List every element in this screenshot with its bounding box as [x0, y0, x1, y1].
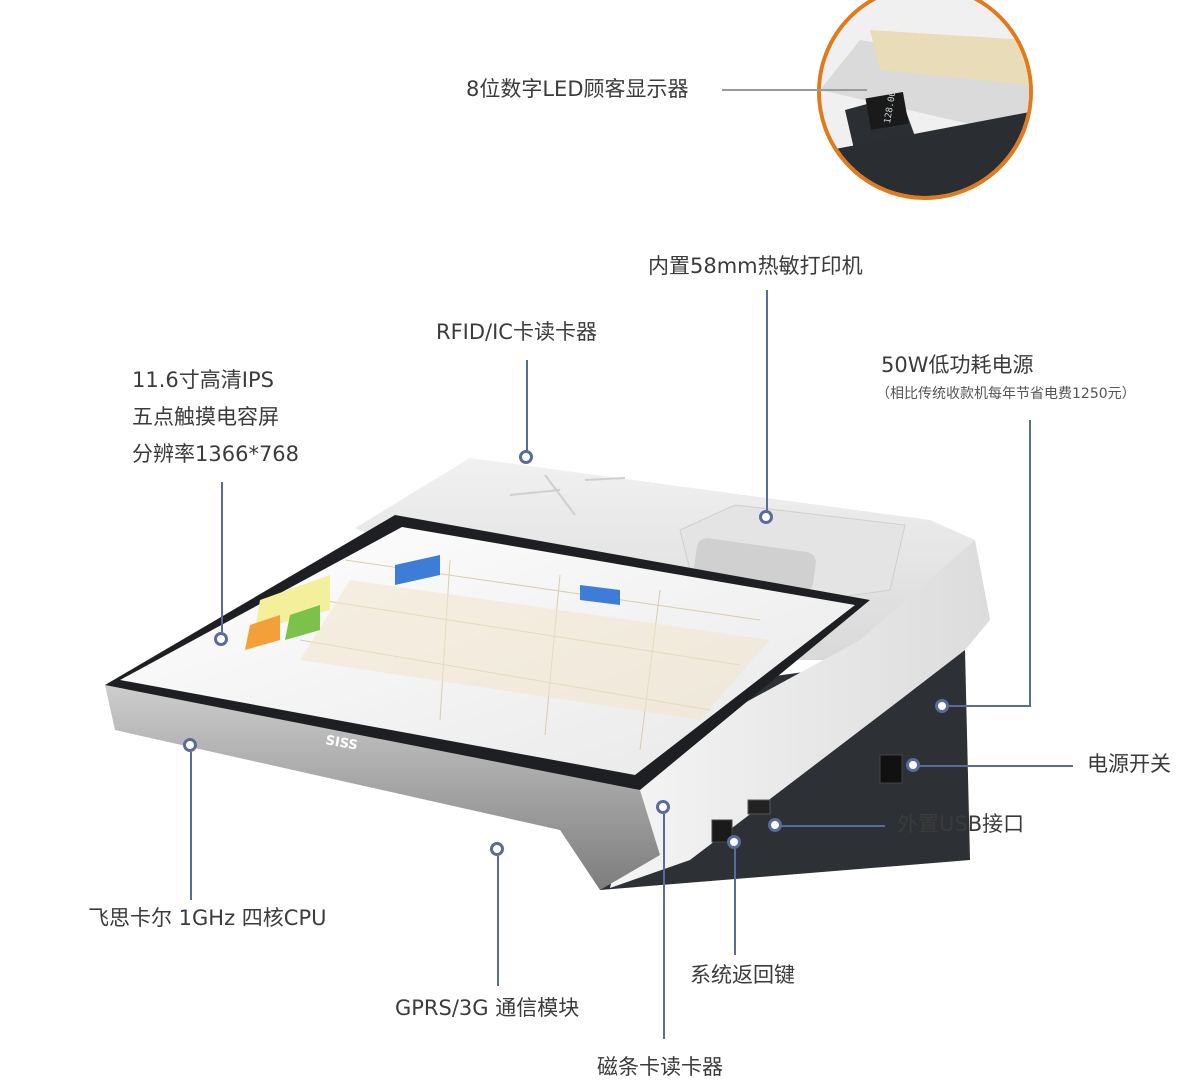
screen-line: [221, 482, 223, 632]
screen-spec-line: 五点触摸电容屏: [132, 405, 279, 429]
screen-spec-line: 11.6寸高清IPS: [132, 368, 274, 392]
terminal-side-wing: [610, 540, 990, 888]
usb-line: [780, 825, 885, 827]
gprs-label: GPRS/3G 通信模块: [395, 996, 580, 1020]
customer-display-line: [722, 89, 867, 91]
customer-display-label: 8位数字LED顾客显示器: [466, 77, 689, 101]
screen-spec-line: 分辨率1366*768: [132, 442, 300, 466]
callout-dot: [490, 842, 504, 856]
callout-dot: [727, 835, 741, 849]
power-switch-label: 电源开关: [1087, 752, 1171, 776]
magstripe-line: [663, 814, 665, 1039]
gprs-line: [497, 856, 499, 986]
callout-dot: [183, 738, 197, 752]
callout-dot: [214, 632, 228, 646]
cpu-line: [190, 752, 192, 900]
callout-dot: [906, 758, 920, 772]
back-key-line: [734, 849, 736, 955]
callout-dot: [656, 800, 670, 814]
rfid-line: [526, 360, 528, 452]
magstripe-label: 磁条卡读卡器: [597, 1055, 723, 1079]
callout-dot: [759, 510, 773, 524]
printer-label: 内置58mm热敏打印机: [648, 254, 863, 278]
power-supply-note: （相比传统收款机每年节省电费1250元）: [876, 386, 1136, 402]
printer-line: [766, 290, 768, 512]
callout-dot: [935, 699, 949, 713]
back-key-label: 系统返回键: [690, 963, 795, 987]
power-supply-line: [1029, 420, 1031, 707]
cpu-label: 飞思卡尔 1GHz 四核CPU: [88, 906, 327, 930]
terminal-front-base: [105, 680, 660, 890]
usb-label: 外置USB接口: [897, 812, 1025, 836]
brand-logo: SISS: [324, 733, 358, 753]
power-supply-line-h: [948, 705, 1031, 707]
callout-dot: [519, 450, 533, 464]
callout-dot: [768, 818, 782, 832]
screen-spec-label: 11.6寸高清IPS 五点触摸电容屏 分辨率1366*768: [132, 362, 299, 473]
rfid-label: RFID/IC卡读卡器: [436, 320, 597, 344]
power-switch-line: [918, 765, 1073, 767]
power-supply-label: 50W低功耗电源: [881, 353, 1034, 377]
